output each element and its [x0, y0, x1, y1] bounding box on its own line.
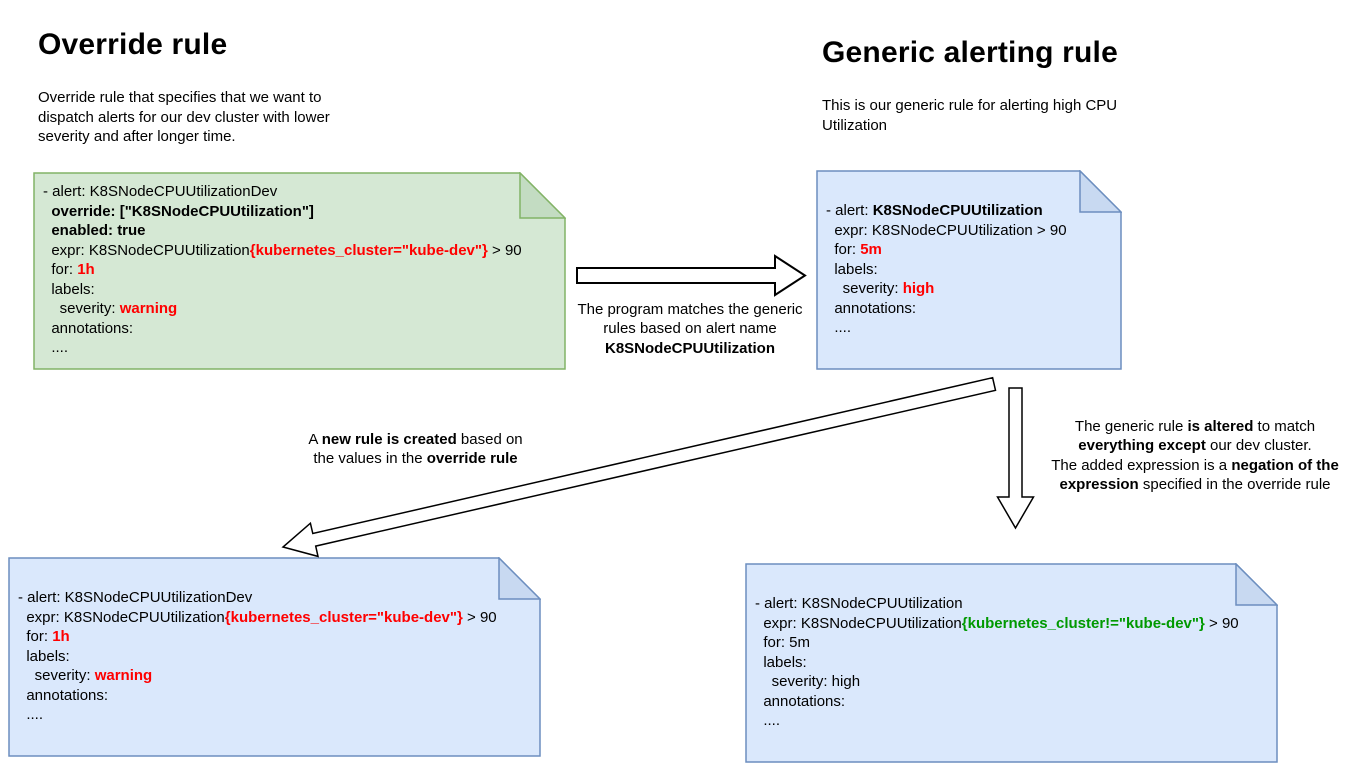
- alter-rule-arrow-icon: [996, 387, 1035, 530]
- new-rule-code: - alert: K8SNodeCPUUtilizationDev expr: …: [18, 589, 497, 723]
- create-new-rule-arrow-icon: [281, 376, 997, 558]
- generic-rule-note: - alert: K8SNodeCPUUtilization expr: K8S…: [816, 170, 1122, 370]
- altered-generic-rule-note: - alert: K8SNodeCPUUtilization expr: K8S…: [745, 563, 1278, 763]
- note-shape-icon: [816, 170, 1122, 370]
- match-arrow-icon: [576, 254, 807, 297]
- altered-generic-rule-code: - alert: K8SNodeCPUUtilization expr: K8S…: [755, 595, 1239, 729]
- generic-alerting-rule-title: Generic alerting rule: [822, 36, 1118, 69]
- generic-rule-code: - alert: K8SNodeCPUUtilization expr: K8S…: [826, 202, 1067, 336]
- new-rule-note: - alert: K8SNodeCPUUtilizationDev expr: …: [8, 557, 541, 757]
- note-shape-icon: [33, 172, 566, 370]
- override-rule-note: - alert: K8SNodeCPUUtilizationDev overri…: [33, 172, 566, 370]
- override-rule-code: - alert: K8SNodeCPUUtilizationDev overri…: [43, 183, 522, 356]
- note-shape-icon: [745, 563, 1278, 763]
- generic-alerting-rule-description: This is our generic rule for alerting hi…: [822, 97, 1118, 134]
- override-rule-title: Override rule: [38, 28, 228, 61]
- note-shape-icon: [8, 557, 541, 757]
- override-rule-description: Override rule that specifies that we wan…: [38, 89, 330, 145]
